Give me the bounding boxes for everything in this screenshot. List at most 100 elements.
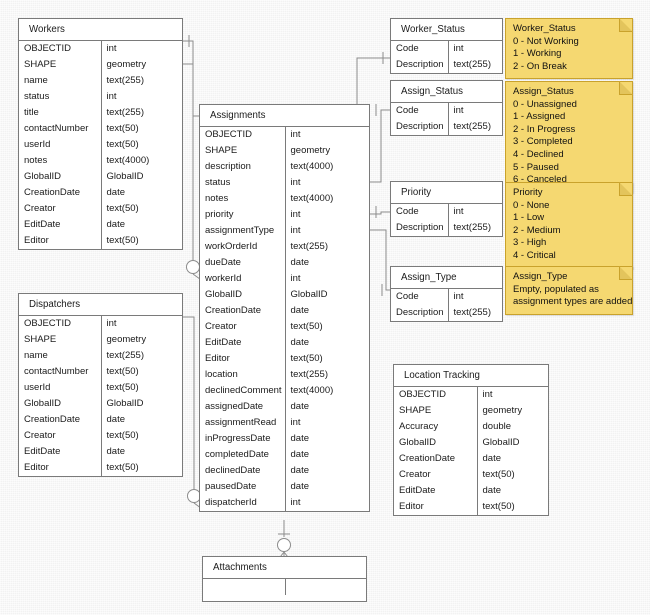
note-line: 3 - Completed: [513, 136, 573, 148]
entity-attachments[interactable]: Attachments: [202, 556, 367, 602]
note-fold-icon: [619, 18, 633, 32]
entity-title: Priority: [391, 182, 502, 204]
field-type: text(50): [106, 203, 139, 214]
note-line: 6 - Canceled: [513, 174, 567, 186]
field-name: priority: [200, 207, 286, 223]
field-name: assignedDate: [200, 399, 286, 415]
field-type: date: [106, 219, 126, 230]
field-type: date: [482, 485, 502, 496]
field-type: geometry: [290, 145, 331, 156]
field-type: int: [106, 43, 117, 54]
note-line: 1 - Assigned: [513, 111, 566, 123]
note-line: 5 - Paused: [513, 161, 559, 173]
field-name: Editor: [19, 233, 102, 249]
note-line: 1 - Working: [513, 48, 562, 60]
field-name: OBJECTID: [19, 316, 102, 332]
field-type: text(50): [482, 469, 515, 480]
field-name: SHAPE: [394, 403, 478, 419]
field-name: completedDate: [200, 447, 286, 463]
field-name: workOrderId: [200, 239, 286, 255]
field-type: int: [482, 389, 493, 400]
field-type: int: [453, 105, 464, 116]
field-type: GlobalID: [106, 398, 144, 409]
field-name: name: [19, 73, 102, 89]
field-name: Description: [391, 220, 449, 236]
field-type: int: [290, 209, 301, 220]
field-type: text(255): [290, 369, 329, 380]
entity-fields: [203, 579, 366, 601]
field-type: date: [290, 337, 310, 348]
note-line: 1 - Low: [513, 212, 545, 224]
field-name: description: [200, 159, 286, 175]
field-name: EditDate: [19, 217, 102, 233]
field-type: text(50): [106, 382, 139, 393]
note-fold-icon: [619, 182, 633, 196]
note-line: 2 - Medium: [513, 224, 561, 236]
field-row: priority int: [200, 207, 369, 223]
entity-title: Dispatchers: [19, 294, 182, 316]
field-type: int: [290, 177, 301, 188]
field-type: date: [290, 433, 310, 444]
field-name: Editor: [19, 460, 102, 476]
field-name: title: [19, 105, 102, 121]
field-name: Creator: [394, 467, 478, 483]
field-name: Creator: [200, 319, 286, 335]
field-name: pausedDate: [200, 479, 286, 495]
note-title: Assign_Type: [513, 271, 568, 282]
field-row: EditDate date: [19, 217, 182, 233]
field-type: GlobalID: [290, 289, 328, 300]
field-name: declinedDate: [200, 463, 286, 479]
note-title: Priority: [513, 187, 543, 198]
field-name: Editor: [394, 499, 478, 515]
field-name: SHAPE: [19, 332, 102, 348]
field-name: Creator: [19, 201, 102, 217]
field-row-empty: [203, 579, 366, 595]
field-name: CreationDate: [394, 451, 478, 467]
field-name: name: [19, 348, 102, 364]
field-name: CreationDate: [19, 185, 102, 201]
field-type: int: [106, 91, 117, 102]
field-name: Description: [391, 305, 449, 321]
